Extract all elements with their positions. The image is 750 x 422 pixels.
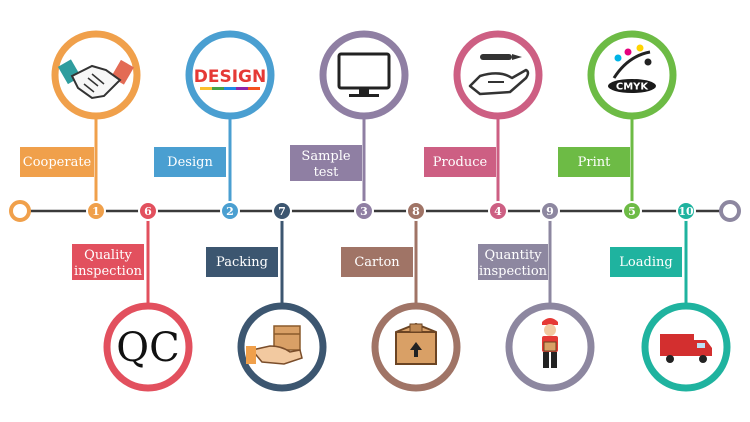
label-box [154,147,226,177]
label-box [290,145,362,181]
step-quantity-inspection: Quantity inspection 9 [478,201,595,392]
delivery-man-icon [542,318,558,368]
step-number-badge [86,201,106,221]
step-label: Design [167,155,213,170]
step-number: 9 [546,205,554,218]
step-number-badge [676,201,696,221]
step-number: 7 [278,205,286,218]
cmyk-ink-icon: CMYK [608,44,656,93]
timeline-start-node [9,200,31,222]
step-label: Carton [354,255,400,270]
svg-text:CMYK: CMYK [616,82,650,93]
label-box [206,247,278,277]
pin-ring [103,302,193,392]
carton-box-icon [395,322,437,365]
step-number: 4 [494,205,502,218]
step-label: Produce [433,155,488,170]
pin-ring [185,30,275,120]
hand-pen-icon [468,54,530,96]
handshake-icon [57,59,134,100]
label-box [20,147,94,177]
step-number-badge [488,201,508,221]
step-quality-inspection: QC Quality inspection 6 [72,201,193,392]
step-number-badge [272,201,292,221]
step-label-line-2: inspection [74,264,143,279]
step-number: 1 [92,205,100,218]
qc-icon: QC [116,325,179,371]
step-label-line-2: inspection [479,264,548,279]
step-produce: Produce 4 [424,30,543,221]
monitor-icon [337,52,391,97]
hand-box-icon [246,325,303,365]
step-design: DESIGN Design 2 [154,30,275,221]
truck-icon [660,334,712,363]
step-label: Loading [619,255,672,270]
step-number: 8 [412,205,420,218]
step-number: 2 [226,205,234,218]
step-label-line-1: Sample [301,149,350,164]
step-cooperate: Cooperate 1 [20,30,141,221]
step-number-badge [406,201,426,221]
label-box [558,147,630,177]
step-carton: Carton 8 [341,201,461,392]
step-label-line-1: Quality [84,248,132,263]
step-packing: Packing 7 [206,201,327,392]
step-label-line-2: test [314,165,340,180]
step-number-badge [220,201,240,221]
design-logo-icon: DESIGN [194,67,266,90]
step-label: Packing [216,255,268,270]
step-number-badge [622,201,642,221]
label-box [72,244,144,280]
step-number: 10 [678,205,694,218]
label-box [341,247,413,277]
step-number: 6 [144,205,152,218]
label-box [610,247,682,277]
step-sample-test: Sample test 3 [290,30,409,221]
step-label: Cooperate [23,155,92,170]
step-label-line-1: Quantity [484,248,542,263]
step-label: Print [578,155,611,170]
step-loading: Loading 10 [610,201,731,392]
step-number: 3 [360,205,368,218]
timeline-end-node [719,200,741,222]
svg-text:DESIGN: DESIGN [194,67,266,87]
label-box [424,147,496,177]
step-number-badge [354,201,374,221]
pin-ring [587,30,677,120]
step-number-badge [138,201,158,221]
step-number-badge [540,201,560,221]
label-box [478,244,548,280]
step-print: CMYK Print 5 [558,30,677,221]
step-number: 5 [628,205,636,218]
